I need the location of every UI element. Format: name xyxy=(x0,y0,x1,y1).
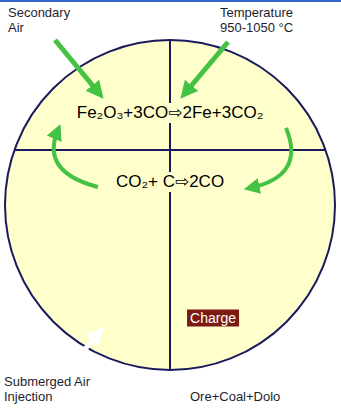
top-rule xyxy=(0,0,341,2)
inlet-label: Submerged Air Injection xyxy=(4,374,99,404)
divider-line xyxy=(169,40,171,370)
temperature-label: Temperature 950-1050 °C xyxy=(220,5,320,35)
divider-line xyxy=(14,149,325,151)
leader-arrow xyxy=(245,348,266,384)
charge-label: Charge xyxy=(187,310,239,327)
kiln-outline xyxy=(5,40,335,370)
leader-arrow xyxy=(55,40,98,92)
reaction-equation: Fe₂O₃+3CO⇨2Fe+3CO₂ xyxy=(75,103,266,123)
leader-arrow xyxy=(68,334,98,369)
cycle-arrow xyxy=(250,128,291,188)
kiln-shape xyxy=(4,39,336,371)
inlet-label: Secondary Air xyxy=(8,5,88,35)
leader-arrow xyxy=(186,42,228,92)
feed-label: Ore+Coal+Dolo xyxy=(190,389,335,404)
kiln-circle: Charge Fe₂O₃+3CO⇨2Fe+3CO₂ CO₂+ C⇨2CO xyxy=(4,39,336,371)
reaction-equation: CO₂+ C⇨2CO xyxy=(114,172,226,192)
cycle-arrow xyxy=(54,130,98,187)
